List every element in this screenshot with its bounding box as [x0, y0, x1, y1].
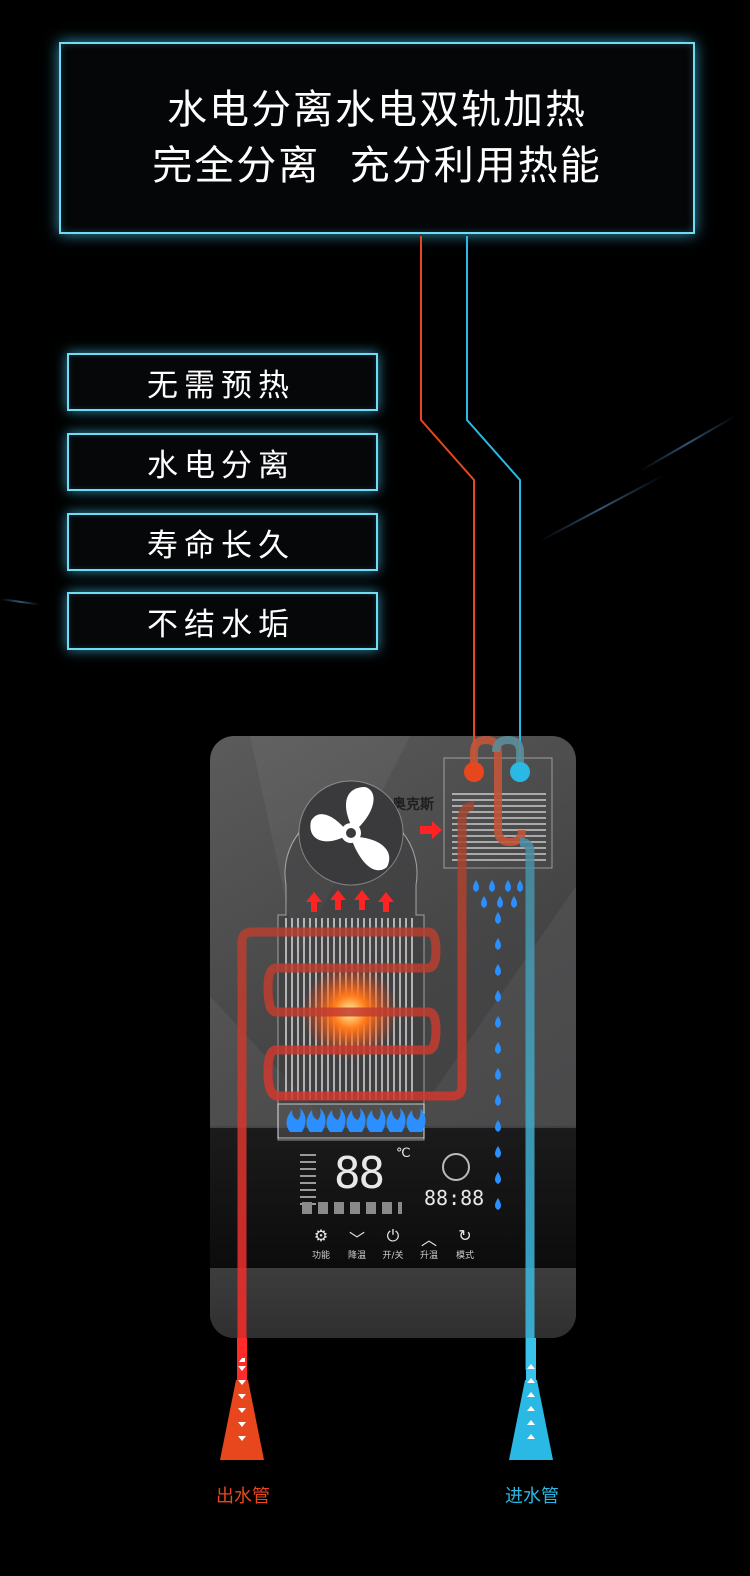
control-label-function: 功能 [311, 1251, 330, 1261]
control-label-temp-up: 升温 [419, 1251, 438, 1261]
outlet-pipe-stub [237, 1338, 247, 1382]
headline-line-2: 完全分离 充分利用热能 [152, 143, 602, 189]
inlet-pipe-label: 进水管 [505, 1486, 559, 1507]
dial-icon [442, 1153, 470, 1181]
inlet-pipe-stub [526, 1338, 536, 1382]
chevron-down-icon[interactable]: ﹀ [348, 1230, 365, 1249]
power-icon[interactable]: ⏻ [386, 1226, 400, 1245]
outlet-arrows-down [238, 1358, 246, 1441]
outlet-pipe-label: 出水管 [216, 1486, 270, 1507]
cold-connector-line [466, 236, 521, 760]
mode-icon[interactable]: ↻ [458, 1226, 472, 1245]
feature-water-electric-separation: 水电分离 [67, 433, 378, 491]
inlet-cone [509, 1380, 553, 1460]
bottom-panel [210, 1268, 576, 1338]
inlet-arrows-up [527, 1364, 535, 1439]
feature-long-life: 寿命长久 [67, 513, 378, 571]
chevron-up-icon[interactable]: ︿ [420, 1230, 437, 1249]
surface-facet [210, 996, 330, 1126]
control-label-temp-down: 降温 [347, 1251, 366, 1261]
control-panel: 88 ℃ 88:88 ⚙ 功能 ﹀ 降温 ⏻ 开/关 ︿ 升温 ↻ 模式 [210, 1128, 576, 1268]
control-label-mode: 模式 [455, 1251, 474, 1261]
gear-icon[interactable]: ⚙ [313, 1226, 329, 1245]
headline-line-1: 水电分离水电双轨加热 [167, 87, 587, 133]
surface-facet [410, 886, 576, 1126]
status-icon-row [302, 1202, 402, 1214]
headline-panel: 水电分离水电双轨加热 完全分离 充分利用热能 [59, 42, 695, 234]
hot-connector-line [420, 236, 475, 760]
water-heater-body: AUX 奥克斯 88 ℃ 88:88 ⚙ 功能 ﹀ 降温 ⏻ 开/关 ︿ 升温 … [210, 736, 576, 1338]
background-streak [639, 415, 736, 472]
brand-logo-latin: AUX [348, 796, 384, 812]
main-temperature-display: 88 [334, 1148, 385, 1199]
time-display: 88:88 [424, 1186, 485, 1210]
brand-logo-chinese: 奥克斯 [392, 797, 434, 813]
feature-no-scale: 不结水垢 [67, 592, 378, 650]
control-label-power: 开/关 [382, 1251, 404, 1261]
outlet-cone [220, 1380, 264, 1460]
background-streak [539, 474, 665, 542]
temperature-unit: ℃ [396, 1146, 411, 1161]
surface-facet [250, 736, 410, 956]
background-streak [0, 598, 40, 606]
feature-no-preheat: 无需预热 [67, 353, 378, 411]
